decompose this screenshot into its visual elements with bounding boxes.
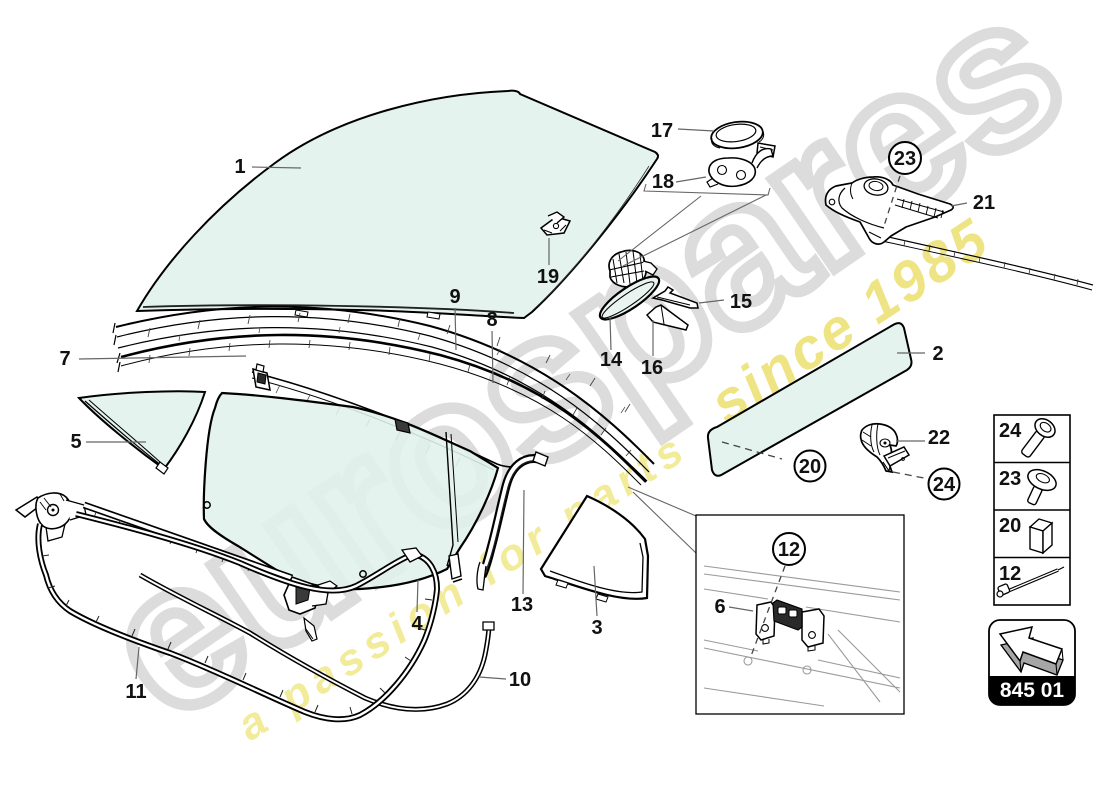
svg-text:11: 11 bbox=[125, 681, 146, 703]
svg-text:1: 1 bbox=[234, 156, 245, 178]
svg-text:14: 14 bbox=[600, 349, 623, 371]
svg-text:16: 16 bbox=[641, 357, 663, 379]
svg-text:12: 12 bbox=[778, 539, 800, 561]
svg-text:4: 4 bbox=[411, 613, 423, 635]
svg-text:10: 10 bbox=[509, 669, 531, 691]
svg-text:7: 7 bbox=[59, 348, 70, 370]
svg-text:6: 6 bbox=[714, 596, 725, 618]
svg-text:23: 23 bbox=[999, 468, 1021, 490]
svg-text:5: 5 bbox=[70, 431, 81, 453]
svg-text:22: 22 bbox=[928, 427, 950, 449]
svg-text:24: 24 bbox=[933, 474, 956, 496]
svg-text:24: 24 bbox=[999, 420, 1022, 442]
svg-text:18: 18 bbox=[652, 171, 674, 193]
svg-text:21: 21 bbox=[973, 192, 995, 214]
svg-text:8: 8 bbox=[486, 309, 497, 331]
svg-text:20: 20 bbox=[799, 456, 821, 478]
svg-text:20: 20 bbox=[999, 515, 1021, 537]
svg-text:19: 19 bbox=[537, 266, 559, 288]
svg-text:9: 9 bbox=[449, 286, 460, 308]
svg-text:23: 23 bbox=[894, 148, 916, 170]
svg-text:845 01: 845 01 bbox=[1000, 679, 1065, 702]
svg-text:3: 3 bbox=[591, 617, 602, 639]
svg-text:12: 12 bbox=[999, 563, 1021, 585]
svg-text:13: 13 bbox=[511, 594, 533, 616]
svg-text:15: 15 bbox=[730, 291, 752, 313]
svg-text:17: 17 bbox=[651, 120, 673, 142]
svg-text:2: 2 bbox=[932, 343, 943, 365]
